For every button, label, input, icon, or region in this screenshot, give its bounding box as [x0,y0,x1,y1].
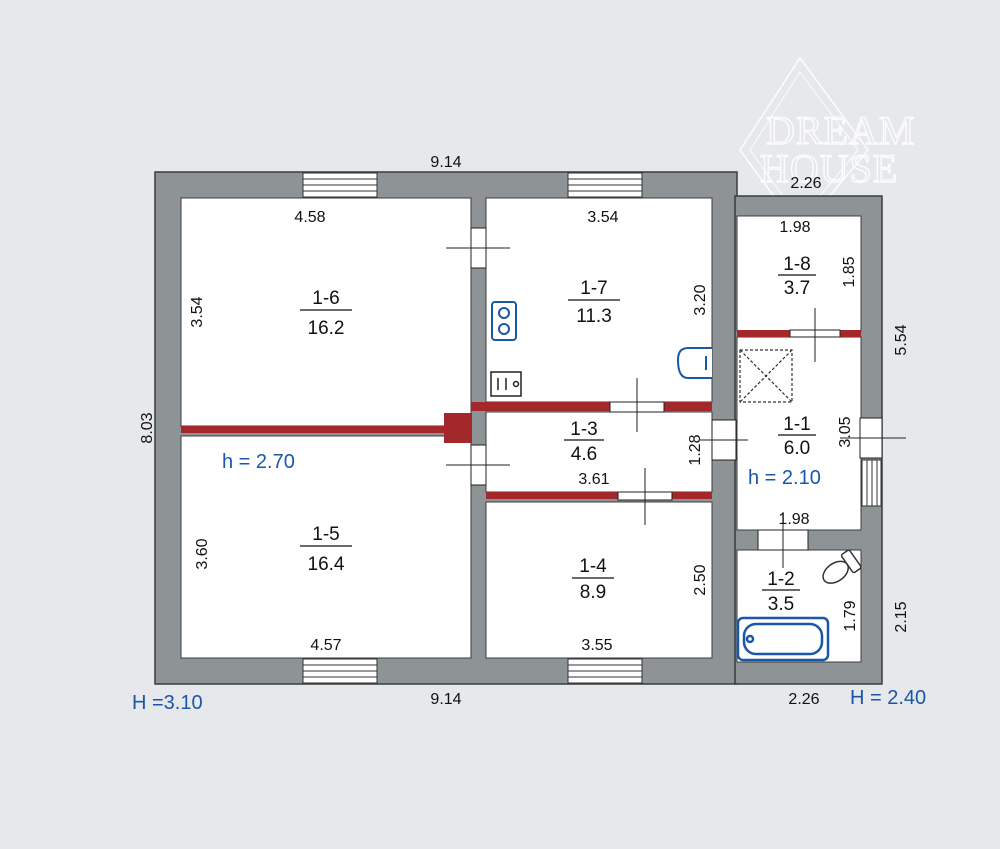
room-1-2-depth: 1.79 [842,600,859,631]
bathtub-icon [736,616,830,662]
height-labels: H =3.10 H = 2.40 h = 2.70 h = 2.10 [132,451,926,714]
partition-1-3-1-4 [486,492,712,499]
room-1-6: 1-6 16.2 4.58 3.54 [189,209,352,339]
room-1-7-area: 11.3 [576,306,612,327]
windows [302,172,882,684]
dim-bottom: 9.14 [430,691,461,708]
dim-annex-right-lower: 2.15 [893,601,910,632]
kitchen-sink-icon [490,371,522,397]
room-1-8: 1-8 3.7 1.98 1.85 [778,219,858,299]
room-1-4-width: 3.55 [581,637,612,654]
room-1-5-floor [180,435,472,659]
room-1-4-floor [485,501,713,659]
boiler-icon [739,349,793,403]
doors [446,227,906,568]
room-1-4-area: 8.9 [580,582,606,603]
room-1-2-area: 3.5 [768,594,794,615]
room-1-1-area: 6.0 [784,438,810,459]
room-1-3-width: 3.61 [578,471,609,488]
room-1-2-id: 1-2 [767,569,794,590]
outer-dimensions: 9.14 9.14 8.03 2.26 2.26 5.54 2.15 [139,154,910,708]
dim-top: 9.14 [430,154,461,171]
room-1-3-depth: 1.28 [687,434,704,465]
room-1-8-id: 1-8 [783,254,810,275]
watermark-line-1: DREAM [766,108,915,153]
room-1-4-depth: 2.50 [692,564,709,595]
annex-ceiling-height: H = 2.40 [850,687,926,709]
room-1-8-depth: 1.85 [841,256,858,287]
door-1-1-1-2 [757,512,809,568]
window-top-left [302,172,378,198]
door-1-5-1-3 [446,444,510,486]
dim-annex-bottom: 2.26 [788,691,819,708]
room-1-3: 1-3 4.6 3.61 1.28 [564,419,704,488]
room-1-2-width: 1.98 [778,511,809,528]
toilet-icon [822,549,862,584]
room-1-3-id: 1-3 [570,419,597,440]
room-1-5-id: 1-5 [312,524,339,545]
door-1-3-1-4 [617,468,673,525]
room-1-5-depth: 3.60 [194,538,211,569]
room-1-6-id: 1-6 [312,288,339,309]
watermark-line-2: HOUSE [760,146,898,191]
room-1-4: 1-4 8.9 3.55 2.50 [572,556,709,654]
room-1-1-id: 1-1 [783,414,810,435]
window-bottom-left [302,658,378,684]
door-1-7-1-3 [609,378,665,432]
main-room-height: h = 2.70 [222,451,295,473]
room-1-7-id: 1-7 [580,278,607,299]
room-1-5-width: 4.57 [310,637,341,654]
room-1-7-depth: 3.20 [692,284,709,315]
room-1-8-floor [736,215,862,332]
room-1-1-depth: 3.05 [837,416,854,447]
dim-annex-top: 2.26 [790,175,821,192]
room-1-6-depth: 3.54 [189,296,206,327]
dim-annex-right: 5.54 [893,324,910,355]
annex-room-height: h = 2.10 [748,467,821,489]
room-1-4-id: 1-4 [579,556,607,577]
room-1-6-area: 16.2 [308,318,345,339]
stove-icon [491,301,517,341]
door-1-3-1-1 [700,419,748,461]
dim-left: 8.03 [139,412,156,443]
room-1-6-width: 4.58 [294,209,325,226]
door-1-6-1-7 [446,227,510,269]
wash-basin-icon [676,347,712,379]
door-1-1-1-8 [789,308,841,362]
partition-1-6-1-5 [181,426,451,433]
room-1-7-width: 3.54 [587,209,618,226]
room-1-7: 1-7 11.3 3.54 3.20 [568,209,709,327]
window-top-right [567,172,643,198]
room-1-2: 1-2 3.5 1.98 1.79 [762,511,859,632]
room-1-3-area: 4.6 [571,444,597,465]
room-1-8-area: 3.7 [784,278,810,299]
window-bottom-right [567,658,643,684]
partition-chimney [444,413,472,443]
room-1-6-floor [180,197,472,427]
dream-house-logo: DREAM HOUSE [739,56,915,234]
annex-building [734,195,883,685]
door-1-1-entrance [840,417,906,459]
room-1-1: 1-1 6.0 3.05 [778,414,854,459]
main-ceiling-height: H =3.10 [132,692,203,714]
room-1-5: 1-5 16.4 4.57 3.60 [194,524,352,654]
room-1-8-width: 1.98 [779,219,810,236]
partition-1-7-1-3 [471,402,712,411]
window-annex-right [861,459,882,507]
room-1-5-area: 16.4 [308,554,345,575]
